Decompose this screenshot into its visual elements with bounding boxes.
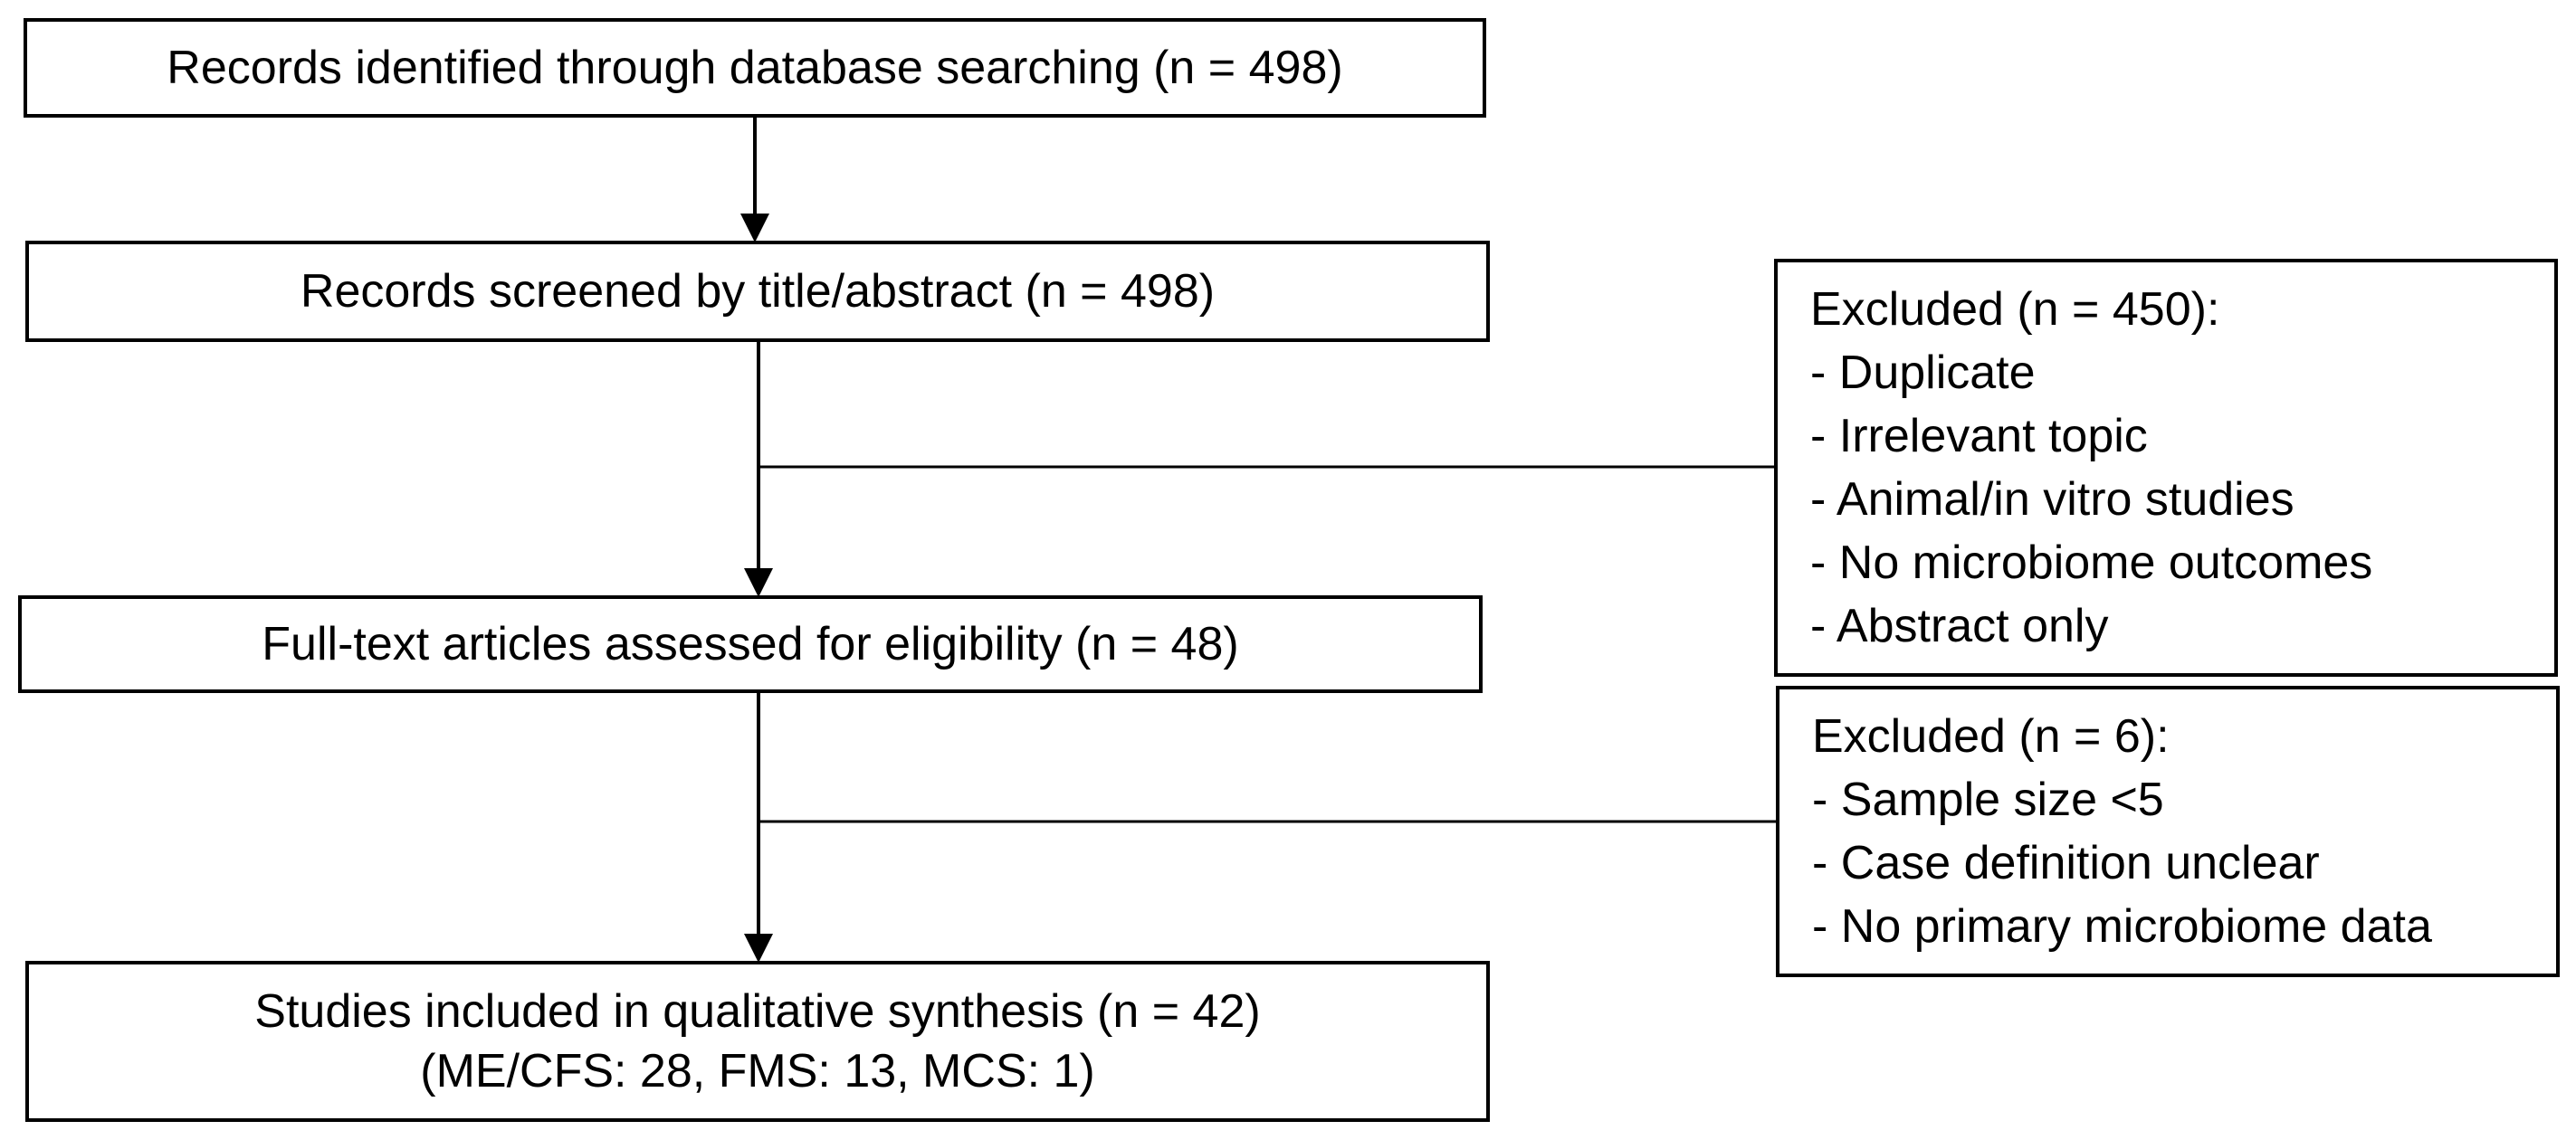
exclusion-reason: - Duplicate	[1810, 347, 2036, 399]
arrowhead-fulltext	[744, 568, 773, 597]
exclusion-reason: - Sample size <5	[1812, 774, 2164, 826]
studies-included-breakdown: (ME/CFS: 28, FMS: 13, MCS: 1)	[420, 1045, 1095, 1097]
studies-included-box: Studies included in qualitative synthesi…	[25, 961, 1490, 1122]
records-screened-label: Records screened by title/abstract (n = …	[300, 265, 1216, 318]
exclusion-reason: - Animal/in vitro studies	[1810, 473, 2295, 526]
exclusion-reason: - Irrelevant topic	[1810, 410, 2148, 462]
exclusion-fulltext-box: Excluded (n = 6): - Sample size <5 - Cas…	[1776, 686, 2560, 977]
records-screened-box: Records screened by title/abstract (n = …	[25, 241, 1490, 342]
exclusion-screening-title: Excluded (n = 450):	[1810, 283, 2220, 336]
studies-included-label: Studies included in qualitative synthesi…	[254, 985, 1261, 1038]
exclusion-reason: - Abstract only	[1810, 600, 2109, 652]
arrowhead-screened	[740, 214, 769, 242]
exclusion-reason: - Case definition unclear	[1812, 837, 2320, 889]
exclusion-reason: - No primary microbiome data	[1812, 900, 2432, 953]
exclusion-screening-box: Excluded (n = 450): - Duplicate - Irrele…	[1774, 259, 2558, 677]
records-identified-box: Records identified through database sear…	[24, 18, 1486, 118]
fulltext-assessed-label: Full-text articles assessed for eligibil…	[262, 618, 1239, 670]
exclusion-reason: - No microbiome outcomes	[1810, 537, 2373, 589]
fulltext-assessed-box: Full-text articles assessed for eligibil…	[18, 595, 1483, 693]
records-identified-label: Records identified through database sear…	[167, 42, 1343, 94]
exclusion-fulltext-title: Excluded (n = 6):	[1812, 710, 2170, 763]
arrowhead-included	[744, 934, 773, 963]
